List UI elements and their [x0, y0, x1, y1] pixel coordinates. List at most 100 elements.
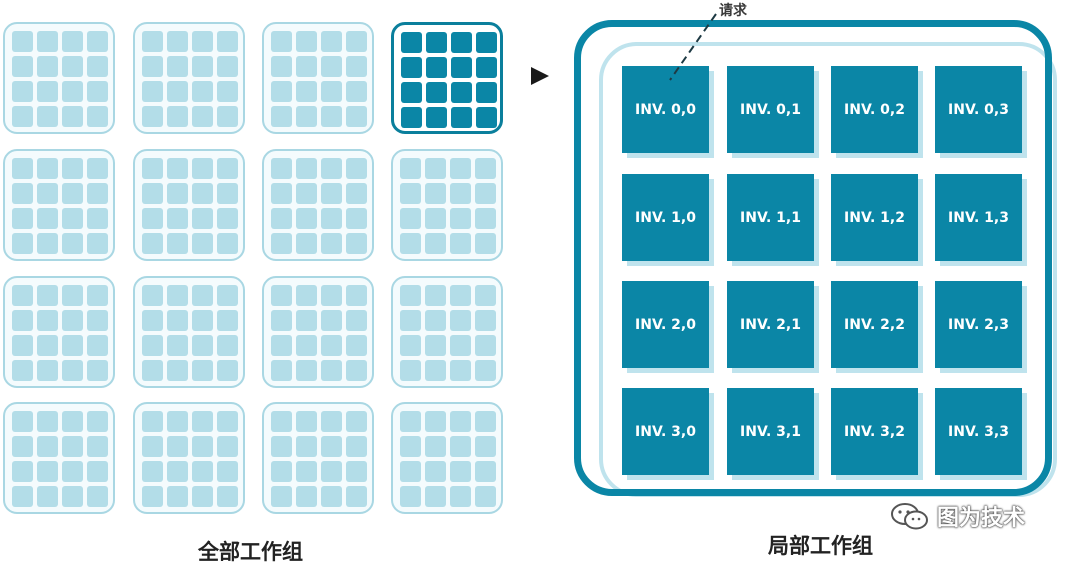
invocation-cell [321, 486, 342, 507]
invocation-cell [450, 360, 471, 381]
workgroup [262, 402, 374, 514]
workgroup [391, 402, 503, 514]
invocation-cell [217, 486, 238, 507]
invocation-cell [271, 56, 292, 77]
invocation-cell [217, 461, 238, 482]
invocation-cell [192, 310, 213, 331]
invocation-cell [192, 183, 213, 204]
invocation-cell [62, 81, 83, 102]
invocation-cell [87, 310, 108, 331]
invocation-cell [346, 335, 367, 356]
invocation-cell [142, 436, 163, 457]
invocation-cell [475, 436, 496, 457]
invocation-cell [400, 285, 421, 306]
invocation-block: INV. 0,1 [727, 66, 814, 153]
invocation-cell [346, 461, 367, 482]
invocation-cell [192, 106, 213, 127]
invocation-cell [87, 56, 108, 77]
invocation-cell [346, 81, 367, 102]
invocation-cell [87, 486, 108, 507]
invocation-cell [12, 461, 33, 482]
invocation-block: INV. 0,2 [831, 66, 918, 153]
invocation-cell [62, 56, 83, 77]
invocation-cell [62, 360, 83, 381]
invocation-cell [62, 461, 83, 482]
invocation-cell [271, 158, 292, 179]
workgroup [133, 402, 245, 514]
invocation-cell [142, 31, 163, 52]
invocation-cell [62, 436, 83, 457]
invocation-cell [12, 436, 33, 457]
invocation-cell [37, 56, 58, 77]
invocation-cell [12, 31, 33, 52]
invocation-cell [346, 183, 367, 204]
invocation-cell [62, 233, 83, 254]
invocation-cell [142, 81, 163, 102]
invocation-cell [12, 158, 33, 179]
invocation-cell [475, 461, 496, 482]
invocation-cell [476, 57, 497, 78]
invocation-cell [426, 57, 447, 78]
invocation-cell [217, 360, 238, 381]
invocation-cell [87, 81, 108, 102]
invocation-cell [12, 360, 33, 381]
invocation-cell [217, 285, 238, 306]
invocation-cell [451, 107, 472, 128]
invocation-cell [12, 310, 33, 331]
invocation-cell [400, 360, 421, 381]
invocation-cell [271, 106, 292, 127]
workgroup [391, 149, 503, 261]
invocation-cell [425, 208, 446, 229]
invocation-cell [142, 335, 163, 356]
invocation-cell [425, 436, 446, 457]
invocation-cell [426, 107, 447, 128]
global-workgroup-grid [0, 0, 520, 520]
wechat-logo-icon [891, 503, 928, 530]
invocation-cell [12, 56, 33, 77]
invocation-cell [346, 486, 367, 507]
invocation-cell [321, 436, 342, 457]
invocation-cell [296, 81, 317, 102]
invocation-cell [346, 360, 367, 381]
invocation-cell [142, 285, 163, 306]
invocation-block: INV. 3,3 [935, 388, 1022, 475]
invocation-cell [37, 436, 58, 457]
invocation-cell [87, 335, 108, 356]
invocation-cell [271, 285, 292, 306]
invocation-cell [62, 335, 83, 356]
invocation-cell [450, 335, 471, 356]
invocation-cell [400, 486, 421, 507]
invocation-cell [346, 310, 367, 331]
invocation-cell [87, 436, 108, 457]
invocation-block: INV. 2,3 [935, 281, 1022, 368]
invocation-cell [87, 158, 108, 179]
invocation-cell [217, 208, 238, 229]
invocation-cell [321, 81, 342, 102]
workgroup [262, 276, 374, 388]
invocation-cell [12, 81, 33, 102]
global-workgroup-caption: 全部工作组 [198, 540, 303, 564]
invocation-cell [37, 411, 58, 432]
invocation-cell [450, 233, 471, 254]
invocation-cell [400, 411, 421, 432]
invocation-cell [450, 486, 471, 507]
invocation-cell [296, 461, 317, 482]
invocation-cell [401, 57, 422, 78]
invocation-cell [192, 158, 213, 179]
invocation-cell [321, 310, 342, 331]
invocation-cell [475, 183, 496, 204]
invocation-cell [167, 56, 188, 77]
invocation-block: INV. 0,3 [935, 66, 1022, 153]
invocation-cell [167, 285, 188, 306]
invocation-block: INV. 2,0 [622, 281, 709, 368]
invocation-cell [62, 106, 83, 127]
watermark-text: 图为技术 [937, 506, 1026, 531]
invocation-cell [296, 335, 317, 356]
invocation-cell [271, 233, 292, 254]
invocation-cell [192, 461, 213, 482]
invocation-cell [321, 158, 342, 179]
invocation-cell [192, 285, 213, 306]
invocation-block: INV. 2,1 [727, 281, 814, 368]
local-workgroup-caption: 局部工作组 [768, 534, 873, 558]
invocation-cell [217, 335, 238, 356]
